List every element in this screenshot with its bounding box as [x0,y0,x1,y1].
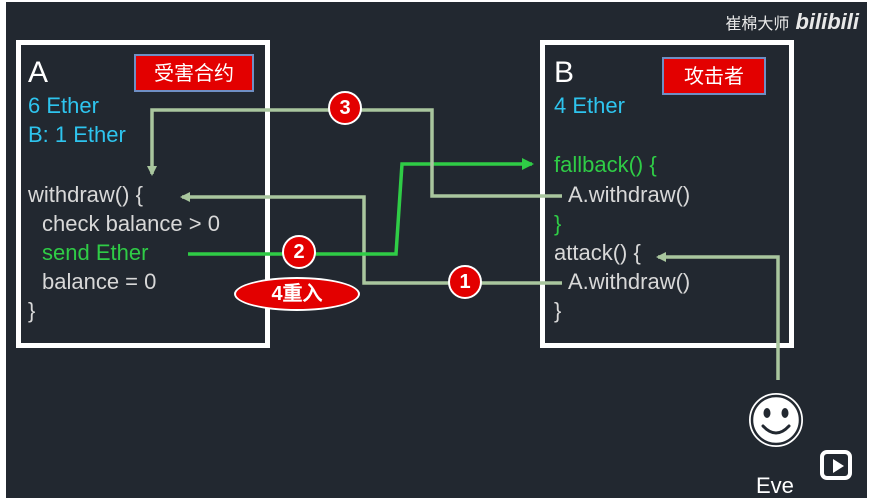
bilibili-logo: bilibili [795,9,859,34]
send-ether-line: send Ether [42,240,149,265]
step3-arrow [147,108,562,198]
contract-a-name: A [28,56,49,89]
contract-b-box [540,40,794,348]
attack-withdraw-call: A.withdraw() [568,269,691,294]
step2-arrow [188,158,534,256]
step1-arrow [180,192,562,285]
contract-a-box [16,40,270,348]
watermark: 崔棉大师 bilibili [725,10,859,37]
withdraw-function-open: withdraw() { [28,182,143,207]
fallback-function-open: fallback() { [554,152,657,177]
step-1-badge: 1 [448,265,482,299]
bilibili-tv-icon [820,450,852,480]
balance-zero-line: balance = 0 [42,269,157,294]
contract-b-name: B [554,56,575,89]
attack-function-close: } [554,298,562,323]
attacker-tag: 攻击者 [662,57,766,95]
attack-function-open: attack() { [554,240,641,265]
step-4-reentrancy-badge: 4重入 [234,277,360,311]
watermark-author: 崔棉大师 [725,16,790,33]
victim-contract-tag: 受害合约 [134,54,254,92]
eve-label: Eve [756,473,794,498]
contract-b-balance: 4 Ether [554,93,625,118]
withdraw-function-close: } [28,298,36,323]
diagram-canvas: 崔棉大师 bilibili A 受害合约 6 Ether B: 1 Ether w… [6,2,867,498]
step-3-badge: 3 [328,91,362,125]
flow-arrows [147,108,805,449]
eve-to-attack-arrow [656,252,780,380]
smiley-face-icon [747,391,805,449]
fallback-withdraw-call: A.withdraw() [568,182,691,207]
contract-a-mapping: B: 1 Ether [28,122,126,147]
contract-a-balance: 6 Ether [28,93,99,118]
fallback-function-close: } [554,211,562,236]
check-balance-line: check balance > 0 [42,211,220,236]
step-2-badge: 2 [282,235,316,269]
